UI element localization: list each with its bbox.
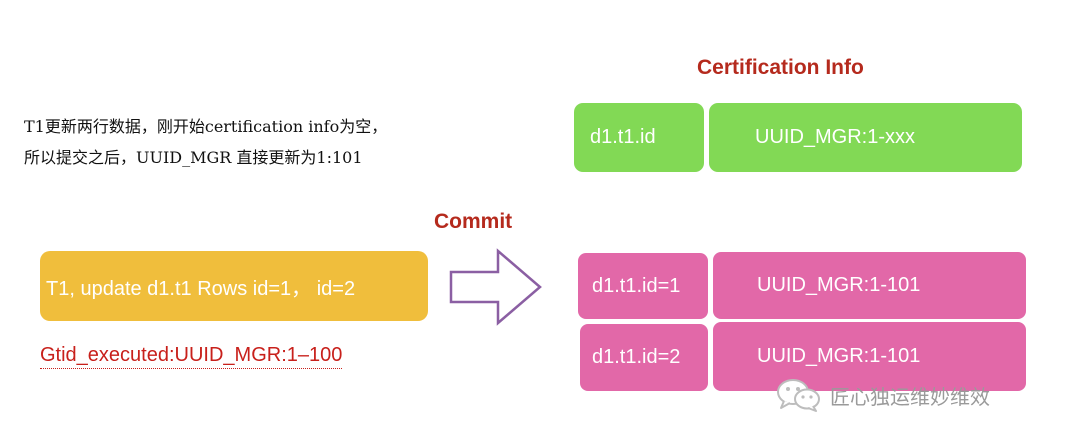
commit-title: Commit <box>434 210 513 233</box>
wechat-icon <box>777 379 820 412</box>
watermark: 匠心独运维妙维效 <box>776 377 990 413</box>
transaction-box: T1, update d1.t1 Rows id=1， id=2 <box>40 251 428 321</box>
result-row-2-value-box: UUID_MGR:1-101 <box>713 322 1026 391</box>
result-row-2-key: d1.t1.id=2 <box>592 346 681 368</box>
description-text: T1更新两行数据，刚开始certification info为空， 所以提交之后… <box>24 111 494 173</box>
result-row-2-value: UUID_MGR:1-101 <box>757 345 921 367</box>
certification-key-box: d1.t1.id <box>574 103 704 172</box>
gtid-executed-label: Gtid_executed:UUID_MGR:1–100 <box>40 344 343 369</box>
result-row-1-value-box: UUID_MGR:1-101 <box>713 252 1026 319</box>
certification-value-box: UUID_MGR:1-xxx <box>709 103 1022 172</box>
certification-info-title: Certification Info <box>697 56 864 79</box>
result-row-1-key-box: d1.t1.id=1 <box>578 253 708 319</box>
description-line-1: T1更新两行数据，刚开始certification info为空， <box>24 117 388 136</box>
watermark-text: 匠心独运维妙维效 <box>830 386 990 409</box>
commit-arrow <box>449 248 542 326</box>
transaction-label: T1, update d1.t1 Rows id=1， id=2 <box>46 277 356 300</box>
certification-key-label: d1.t1.id <box>590 126 656 148</box>
result-row-1-value: UUID_MGR:1-101 <box>757 274 921 296</box>
description-line-2: 所以提交之后，UUID_MGR 直接更新为1:101 <box>24 148 363 167</box>
result-row-2-key-box: d1.t1.id=2 <box>580 324 708 391</box>
certification-value-label: UUID_MGR:1-xxx <box>755 126 916 148</box>
result-row-1-key: d1.t1.id=1 <box>592 274 681 297</box>
